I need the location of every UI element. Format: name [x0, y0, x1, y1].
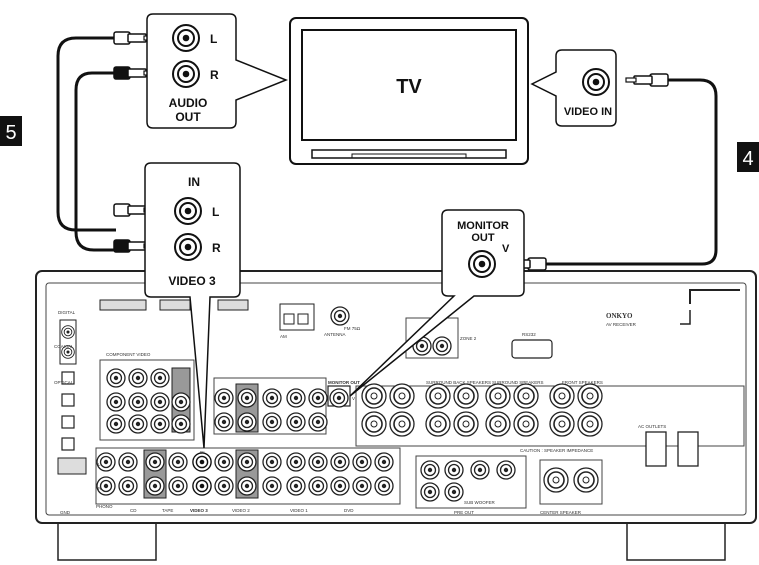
panel-coaxial-label: COAXIAL	[54, 344, 74, 349]
tv-audio-out-caption-1: AUDIO	[169, 96, 208, 110]
receiver-foot-right	[627, 520, 725, 560]
audio-cable-l	[58, 38, 116, 230]
panel-video1-label: VIDEO 1	[290, 508, 308, 513]
rs232-port	[512, 340, 552, 358]
receiver-foot-left	[58, 520, 156, 560]
tv-audio-out-r-label: R	[210, 68, 219, 82]
tv-audio-out-l-label: L	[210, 32, 217, 46]
monitor-out-v-label: V	[502, 243, 510, 255]
ac-outlet-2	[678, 432, 698, 466]
video3-in-jack-l	[175, 198, 201, 224]
panel-monitor-out-label: MONITOR OUT	[328, 380, 360, 385]
panel-video2-label: VIDEO 2	[232, 508, 250, 513]
step-badge-5-text: 5	[5, 122, 16, 144]
video3-in-r-label: R	[212, 241, 221, 255]
video3-in-l-label: L	[212, 205, 219, 219]
panel-cd-label: CD	[130, 508, 137, 513]
panel-v-label: V	[352, 396, 355, 401]
callout-tv-audio-out: L R AUDIO OUT	[147, 14, 286, 128]
panel-sub-woofer-label: SUB WOOFER	[464, 500, 496, 505]
panel-tape-label: TAPE	[162, 508, 173, 513]
tv-audio-out-caption-2: OUT	[175, 110, 201, 124]
monitor-out-title-2: OUT	[471, 232, 495, 244]
panel-phono-label: PHONO	[96, 504, 113, 509]
receiver-rear-panel: DIGITAL COMPONENT VIDEO OPTICAL COAXIAL …	[36, 271, 756, 560]
step-badge-4: 4	[737, 142, 759, 172]
panel-in-label: IN	[200, 450, 205, 455]
tv-label: TV	[396, 76, 422, 98]
panel-caution-label: CAUTION : SPEAKER IMPEDANCE	[520, 448, 593, 453]
plug-tv-video-in	[626, 74, 668, 86]
video3-in-title: IN	[188, 175, 200, 189]
tv-audio-out-jack-r	[173, 61, 199, 87]
step-badge-5: 5	[0, 116, 22, 146]
panel-video3-label: VIDEO 3	[190, 508, 208, 513]
panel-optical-label: OPTICAL	[54, 380, 74, 385]
monitor-out-jack	[469, 251, 495, 277]
panel-am-label: AM	[280, 334, 287, 339]
panel-dvd-label: DVD	[344, 508, 354, 513]
monitor-out-title-1: MONITOR	[457, 220, 509, 232]
tv-video-in-caption: VIDEO IN	[564, 106, 612, 118]
tv-audio-out-jack-l	[173, 25, 199, 51]
panel-surround-back-label: SURROUND BACK SPEAKERS	[426, 380, 491, 385]
panel-antenna-label: ANTENNA	[324, 332, 346, 337]
tv-video-in-jack	[583, 69, 609, 95]
panel-ac-outlets-label: AC OUTLETS	[638, 424, 666, 429]
model-label: AV RECEIVER	[606, 322, 637, 327]
brand-logo: ONKYO	[606, 312, 633, 320]
video3-in-jack-r	[175, 234, 201, 260]
panel-fm-label: FM 75Ω	[344, 326, 361, 331]
panel-component-label: COMPONENT VIDEO	[106, 352, 151, 357]
panel-gnd-text: GND	[60, 510, 71, 515]
video3-caption: VIDEO 3	[168, 274, 216, 288]
callout-tv-video-in: VIDEO IN	[532, 50, 616, 126]
step-badge-4-text: 4	[742, 148, 753, 170]
tv: TV	[290, 18, 528, 164]
panel-zone2-label: ZONE 2	[460, 336, 477, 341]
panel-gnd-label: DIGITAL	[58, 310, 76, 315]
panel-front-label: FRONT SPEAKERS	[562, 380, 603, 385]
panel-surround-label: SURROUND SPEAKERS	[492, 380, 544, 385]
panel-rs232-label: RS232	[522, 332, 536, 337]
audio-cable-r	[76, 73, 116, 250]
panel-center-speaker-label: CENTER SPEAKER	[540, 510, 582, 515]
ac-outlet-1	[646, 432, 666, 466]
panel-pre-out-label: PRE OUT	[454, 510, 474, 515]
